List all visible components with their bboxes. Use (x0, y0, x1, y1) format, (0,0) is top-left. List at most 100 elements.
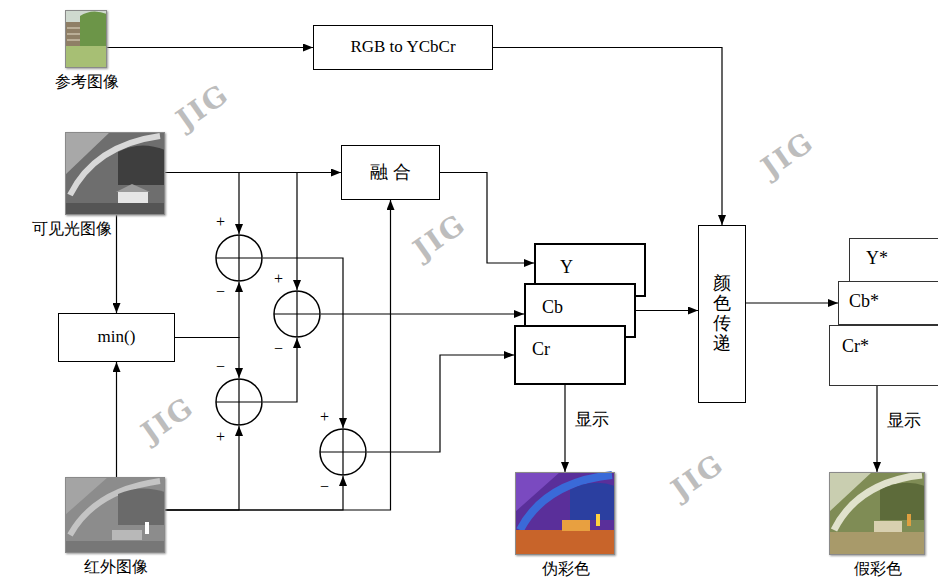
connector (165, 173, 297, 291)
box-label: 颜色传递 (713, 274, 731, 353)
process-box: RGB to YCbCr (313, 25, 493, 70)
box-label: Cb (542, 297, 634, 319)
adder-outline (274, 291, 320, 337)
connector (493, 48, 722, 226)
connector (263, 338, 297, 402)
image-caption: 假彩色 (854, 559, 902, 578)
image-caption: 参考图像 (55, 72, 119, 91)
image-thumbnail: 假彩色 (829, 472, 925, 555)
image-thumbnail: 参考图像 (65, 10, 107, 68)
channel-box: Cb* (838, 281, 938, 325)
ground (65, 477, 165, 553)
ground (515, 530, 615, 555)
person (907, 514, 911, 526)
trees (118, 145, 165, 185)
watermark: JIG (408, 209, 472, 266)
connector (636, 310, 698, 311)
person (596, 514, 600, 526)
sign-label: − (216, 283, 225, 301)
grass (65, 46, 107, 68)
watermark: JIG (171, 79, 235, 136)
building (562, 520, 590, 531)
sign-label: + (216, 428, 225, 446)
connector (746, 302, 838, 303)
building (874, 521, 902, 532)
sign-label: − (216, 358, 225, 376)
ground (65, 541, 165, 553)
edge-label: 显示 (885, 411, 923, 431)
adder-cross (216, 235, 262, 281)
ground (65, 132, 165, 215)
box-label: RGB to YCbCr (350, 37, 455, 57)
building (112, 530, 142, 540)
adder-cross (320, 429, 366, 475)
watermark: JIG (756, 127, 820, 184)
process-box: 融 合 (341, 145, 440, 200)
sign-label: + (274, 270, 283, 288)
connector (367, 355, 514, 452)
edge-label: 显示 (573, 410, 611, 430)
ground (65, 203, 165, 215)
trees (80, 11, 107, 46)
image-thumbnail: 伪彩色 (515, 472, 615, 555)
connector (116, 362, 117, 477)
connector (321, 313, 524, 314)
infrared-photo (65, 477, 165, 553)
adder-outline (320, 429, 366, 475)
connector (263, 258, 343, 428)
connector (165, 426, 239, 510)
ground (829, 532, 925, 555)
adder-symbol (319, 428, 367, 476)
channel-box: Cr (514, 325, 626, 385)
connector (165, 200, 391, 510)
connector (116, 215, 117, 313)
box-label: 融 合 (370, 162, 411, 184)
connector (107, 47, 313, 48)
connector (165, 476, 343, 510)
person (145, 522, 149, 534)
image-thumbnail: 可见光图像 (65, 132, 165, 215)
sky (65, 10, 107, 68)
sign-label: + (320, 408, 329, 426)
connector (175, 338, 239, 379)
building (118, 192, 148, 203)
box-label: Y* (866, 248, 938, 270)
adder-outline (216, 235, 262, 281)
box-label: Cr (532, 339, 624, 361)
adder-symbol (215, 378, 263, 426)
box-label: Cb* (849, 291, 938, 313)
channel-box: Cr* (829, 325, 938, 386)
adder-circle (215, 234, 263, 282)
adder-circle (273, 290, 321, 338)
channel-box: Y* (849, 238, 938, 285)
image-thumbnail: 红外图像 (65, 477, 165, 553)
watermark: JIG (666, 449, 730, 506)
image-caption: 可见光图像 (32, 219, 112, 238)
ground (515, 472, 615, 555)
connector (876, 386, 877, 472)
adder-circle (215, 378, 263, 426)
image-caption: 伪彩色 (542, 559, 590, 578)
image-caption: 红外图像 (84, 557, 148, 576)
connector (175, 282, 239, 338)
falsecolor-photo (829, 472, 925, 555)
adder-circle (319, 428, 367, 476)
watermark: JIG (136, 392, 200, 449)
ground (829, 472, 925, 555)
trees (880, 483, 925, 520)
adder-outline (216, 379, 262, 425)
pseudocolor-photo (515, 472, 615, 555)
sign-label: + (216, 213, 225, 231)
process-box: 颜色传递 (698, 225, 746, 403)
adder-cross (274, 291, 320, 337)
box-label: Y (560, 257, 644, 279)
reference-photo (65, 10, 107, 68)
trees (570, 483, 615, 520)
adder-cross (216, 379, 262, 425)
visible-photo (65, 132, 165, 215)
sign-label: − (274, 340, 283, 358)
connector (564, 385, 565, 472)
